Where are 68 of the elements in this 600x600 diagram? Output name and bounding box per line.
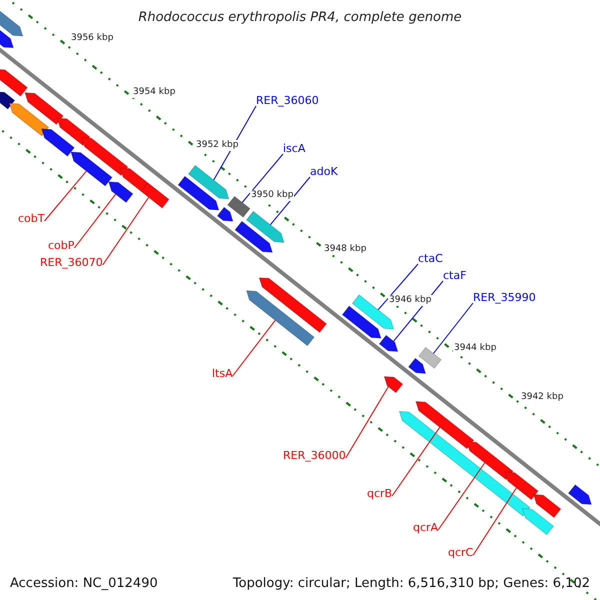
gene-bar <box>466 441 514 480</box>
gene-bar <box>415 401 474 450</box>
gene-bar <box>246 290 315 346</box>
gene-bar <box>8 102 50 136</box>
gene-bar <box>120 167 148 192</box>
gene-bar <box>408 358 426 374</box>
gene-bar <box>522 508 554 536</box>
gene-label: RER_36000 <box>283 450 346 461</box>
scale-label: 3952 kbp <box>195 140 240 151</box>
gene-bar <box>216 206 234 222</box>
gene-bar <box>533 494 562 518</box>
gene-bar <box>246 210 284 243</box>
genome-info-text: Topology: circular; Length: 6,516,310 bp; Genes: 6,102 <box>232 577 590 590</box>
gene-bar <box>384 376 404 394</box>
leader-line <box>44 170 87 222</box>
gene-label: ltsA <box>212 368 233 379</box>
gene-block <box>227 196 250 218</box>
scale-label: 3944 kbp <box>453 343 498 354</box>
gene-bar <box>81 137 128 176</box>
gene-bar <box>178 176 220 210</box>
leader-line <box>213 106 256 180</box>
gene-bar <box>70 152 113 186</box>
gene-label: RER_35990 <box>473 292 536 303</box>
gene-bar <box>108 181 134 203</box>
gene-bar <box>188 164 230 200</box>
leader-line <box>432 302 474 354</box>
map-title: Rhodococcus erythropolis PR4, complete genome <box>137 11 463 24</box>
gene-bar <box>234 220 273 253</box>
leader-line <box>74 194 116 248</box>
scale-label: 3948 kbp <box>323 244 368 255</box>
scale-label: 3956 kbp <box>70 33 114 44</box>
leader-line <box>242 154 284 203</box>
leader-line <box>438 462 486 530</box>
gene-bar <box>504 472 539 500</box>
leader-line <box>232 320 276 376</box>
gene-label: iscA <box>283 143 306 154</box>
leader-line <box>378 264 418 310</box>
leader-line <box>102 196 150 266</box>
gene-bar <box>342 306 382 339</box>
gene-bar <box>24 92 64 125</box>
gene-bar <box>56 118 90 146</box>
scale-label: 3946 kbp <box>388 295 432 306</box>
leader-line <box>392 426 440 496</box>
gene-label: RER_36060 <box>256 95 319 106</box>
gene-bar <box>378 334 398 352</box>
gene-bar <box>0 91 16 110</box>
gene-bar <box>0 68 28 97</box>
gene-label: qcrB <box>367 488 392 499</box>
gene-label: cobT <box>18 213 44 224</box>
gene-bar <box>41 128 75 157</box>
gene-label: RER_36070 <box>40 257 103 268</box>
leader-line <box>270 176 310 226</box>
scale-label: 3954 kbp <box>132 87 176 98</box>
gene-label: adoK <box>310 166 338 177</box>
scale-label: 3942 kbp <box>520 392 564 403</box>
leader-line <box>472 487 517 556</box>
gene-label: qcrA <box>413 522 438 533</box>
leader-line <box>345 386 389 458</box>
accession-text: Accession: NC_012490 <box>10 577 158 590</box>
scale-label: 3950 kbp <box>250 190 294 201</box>
gene-label: qcrC <box>448 547 474 558</box>
gene-label: cobP <box>48 240 74 251</box>
gene-bar <box>568 484 592 505</box>
gene-block <box>418 346 442 369</box>
gene-label: ctaF <box>443 270 466 281</box>
gene-bar <box>258 277 327 333</box>
gene-label: ctaC <box>418 253 443 264</box>
gene-bar <box>398 410 530 517</box>
